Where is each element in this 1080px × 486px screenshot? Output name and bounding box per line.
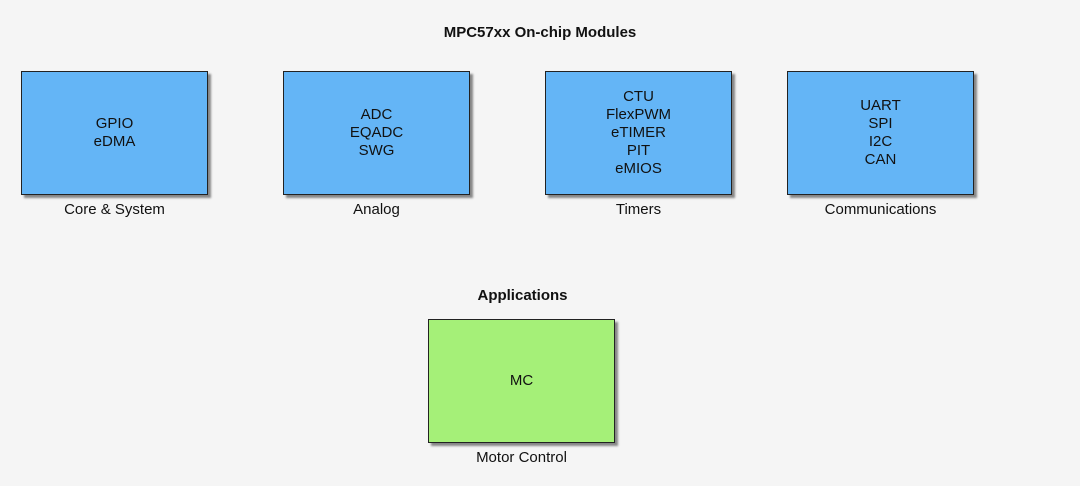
analog-block[interactable]: ADC EQADC SWG xyxy=(283,71,470,195)
block-item: MC xyxy=(509,372,534,389)
block-item: CAN xyxy=(864,151,897,168)
block-item: ADC xyxy=(360,106,393,123)
block-item: SPI xyxy=(868,115,893,132)
modules-title: MPC57xx On-chip Modules xyxy=(443,24,637,41)
block-item: PIT xyxy=(626,142,651,159)
motor-control-block[interactable]: MC xyxy=(428,319,615,443)
core-system-block[interactable]: GPIO eDMA xyxy=(21,71,208,195)
applications-title: Applications xyxy=(477,287,568,304)
analog-caption: Analog xyxy=(353,201,400,218)
communications-block[interactable]: UART SPI I2C CAN xyxy=(787,71,974,195)
block-item: EQADC xyxy=(349,124,404,141)
communications-caption: Communications xyxy=(824,201,937,218)
block-item: FlexPWM xyxy=(606,106,671,123)
motor-control-caption: Motor Control xyxy=(476,449,567,466)
core-system-caption: Core & System xyxy=(64,201,165,218)
block-item: CTU xyxy=(623,88,654,105)
block-item: eTIMER xyxy=(610,124,666,141)
block-item: SWG xyxy=(358,142,395,159)
block-item: eMIOS xyxy=(615,160,662,177)
timers-caption: Timers xyxy=(615,201,662,218)
block-item: UART xyxy=(860,97,901,114)
block-item: I2C xyxy=(868,133,893,150)
block-item: GPIO xyxy=(95,115,134,132)
timers-block[interactable]: CTU FlexPWM eTIMER PIT eMIOS xyxy=(545,71,732,195)
block-item: eDMA xyxy=(93,133,136,150)
